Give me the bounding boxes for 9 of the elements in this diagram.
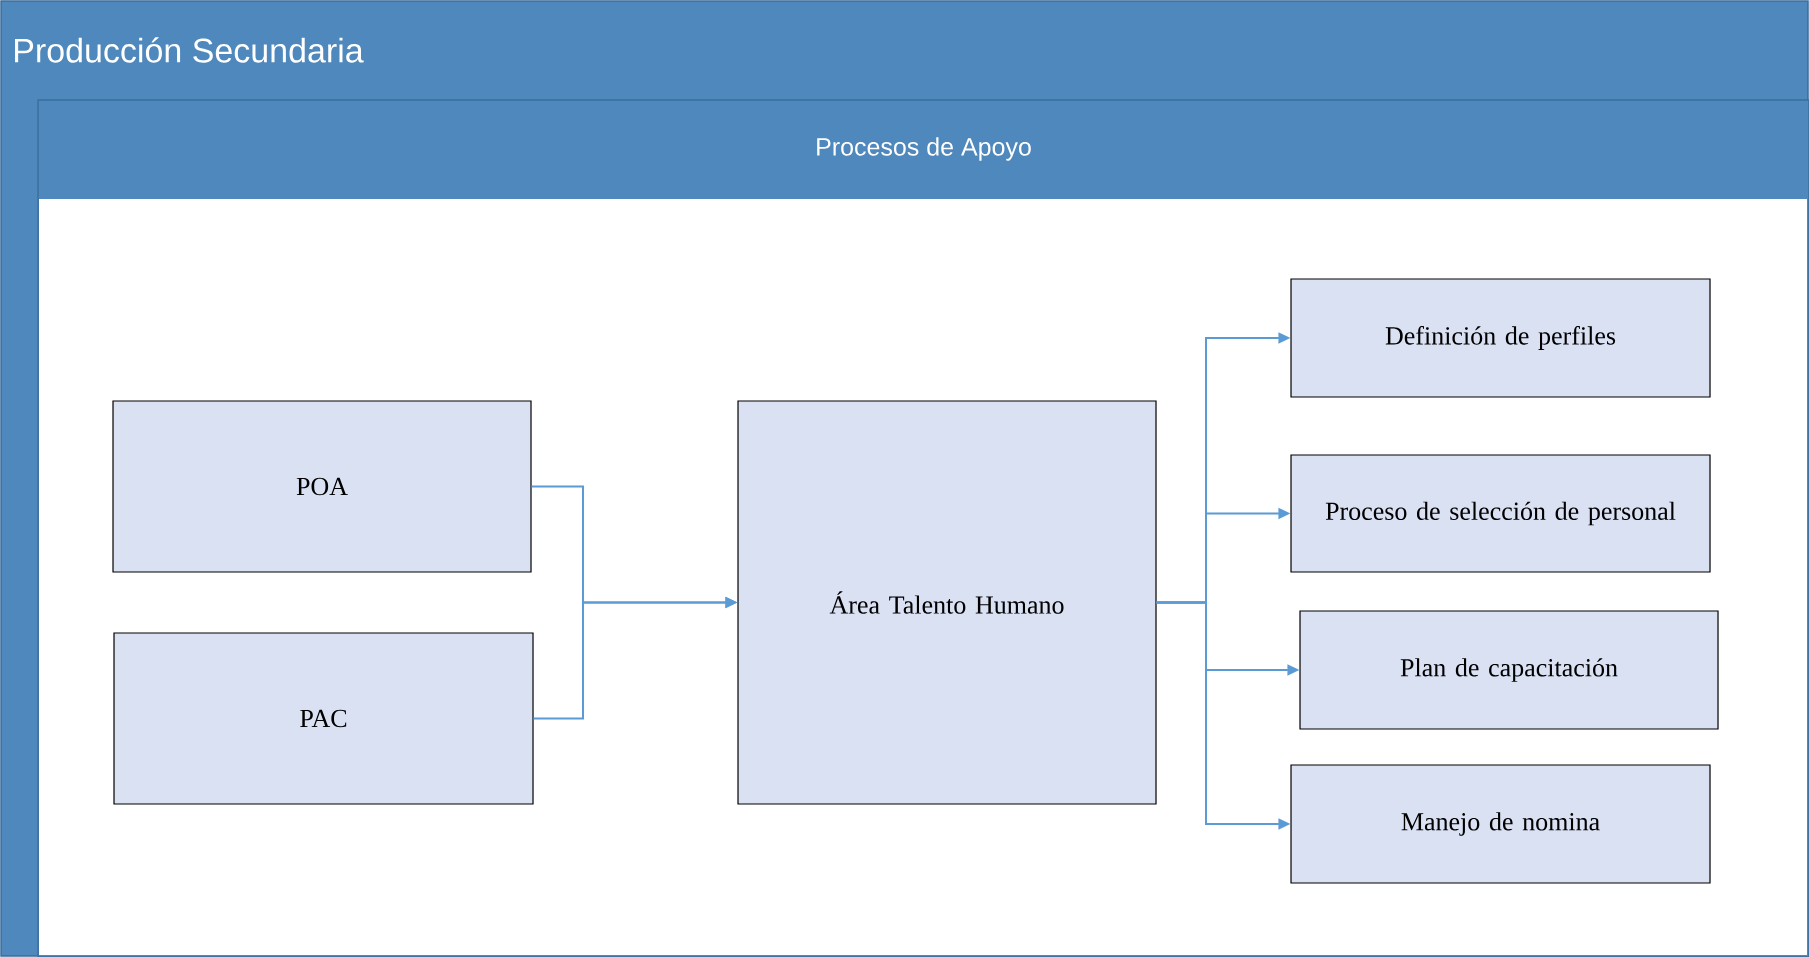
process-box: Definición de perfiles [1290,278,1711,398]
process-box: Área Talento Humano [737,400,1157,805]
process-box: Plan de capacitación [1299,610,1719,730]
process-box: POA [112,400,532,573]
pool-title: Producción Secundaria [15,37,364,63]
process-box: Manejo de nomina [1290,764,1711,884]
process-box: PAC [113,632,534,805]
process-box: Proceso de selección de personal [1290,454,1711,573]
lane-title: Procesos de Apoyo [817,137,1031,161]
